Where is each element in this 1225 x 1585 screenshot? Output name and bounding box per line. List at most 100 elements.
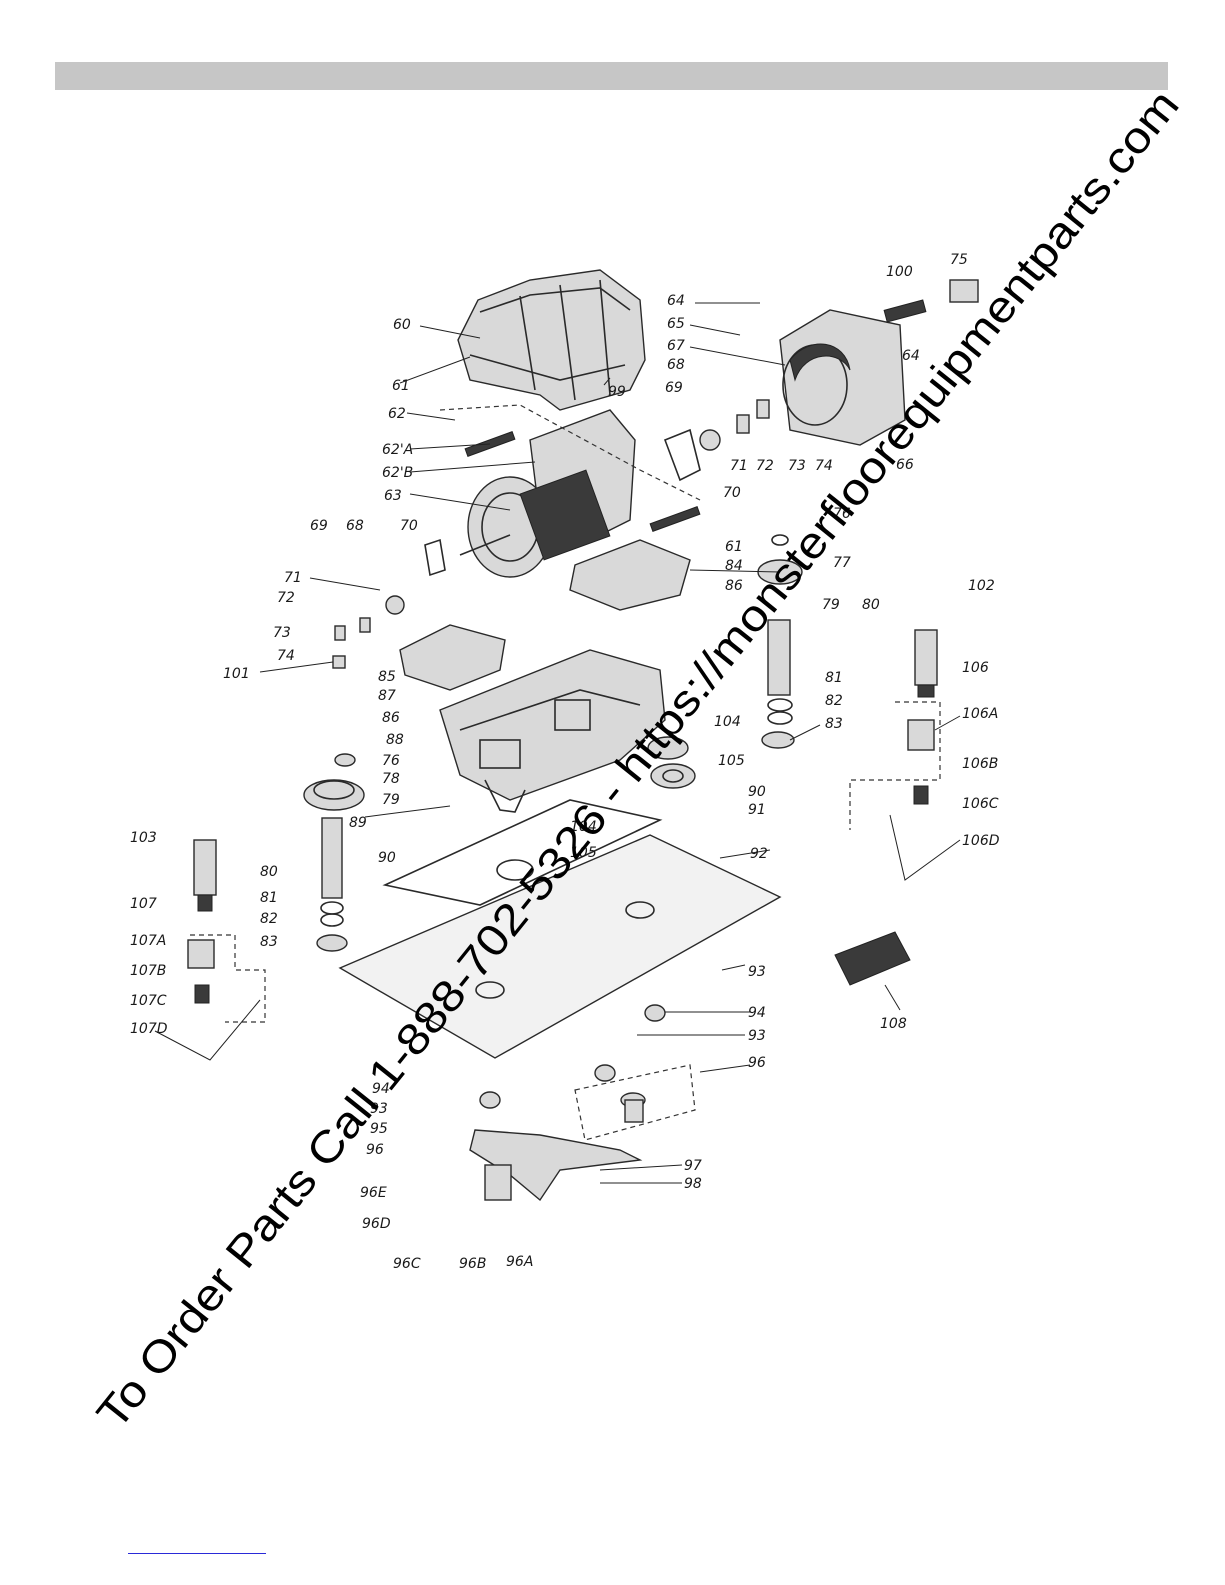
label-94: 94 — [748, 1005, 766, 1021]
label-99: 99 — [608, 384, 626, 400]
label-70: 70 — [723, 485, 741, 501]
label-96c: 96C — [393, 1256, 421, 1272]
label-94-left: 94 — [372, 1081, 390, 1097]
label-90-left: 90 — [378, 850, 396, 866]
bearings-104-105 — [647, 736, 696, 789]
label-79-left: 79 — [382, 792, 400, 808]
label-84: 84 — [725, 558, 743, 574]
label-101: 101 — [223, 666, 250, 682]
label-103: 103 — [130, 830, 157, 846]
base-plate — [338, 834, 782, 1059]
label-106d: 106D — [962, 833, 1000, 849]
label-80: 80 — [862, 597, 880, 613]
group-107-box — [190, 934, 266, 1023]
label-61-right: 61 — [725, 539, 743, 555]
label-100: 100 — [886, 264, 913, 280]
label-71-left: 71 — [284, 570, 302, 586]
label-74: 74 — [815, 458, 833, 474]
label-72-left: 72 — [277, 590, 295, 606]
label-68: 68 — [667, 357, 685, 373]
label-108: 108 — [880, 1016, 907, 1032]
label-95: 95 — [370, 1121, 388, 1137]
label-107d: 107D — [130, 1021, 168, 1037]
label-96d: 96D — [362, 1216, 391, 1232]
label-80-left: 80 — [260, 864, 278, 880]
label-107a: 107A — [130, 933, 166, 949]
label-74-left: 74 — [277, 648, 295, 664]
label-62a: 62'A — [382, 442, 413, 458]
label-75: 75 — [950, 252, 968, 268]
shaft-102 — [907, 629, 938, 805]
label-107c: 107C — [130, 993, 167, 1009]
label-98: 98 — [684, 1176, 702, 1192]
label-73-left: 73 — [273, 625, 291, 641]
group-106-box — [849, 701, 941, 830]
label-93-left: 93 — [370, 1101, 388, 1117]
footer-link-underline[interactable] — [128, 1553, 266, 1554]
decal-108 — [834, 931, 911, 986]
label-73: 73 — [788, 458, 806, 474]
label-72: 72 — [756, 458, 774, 474]
label-96-left: 96 — [366, 1142, 384, 1158]
gasket-91 — [382, 799, 663, 906]
label-79: 79 — [822, 597, 840, 613]
label-64-right: 64 — [902, 348, 920, 364]
part-labels: 60 61 99 64 65 67 68 69 100 75 64 66 62 … — [130, 252, 1000, 1272]
label-62: 62 — [388, 406, 406, 422]
label-92: 92 — [750, 846, 768, 862]
label-71: 71 — [730, 458, 748, 474]
header-bar — [55, 62, 1168, 90]
bearing-77 — [757, 534, 803, 585]
label-106b: 106B — [962, 756, 998, 772]
label-89: 89 — [349, 815, 367, 831]
brush-holders-lower — [332, 538, 446, 669]
label-77: 77 — [833, 555, 851, 571]
label-91: 91 — [748, 802, 766, 818]
label-106: 106 — [962, 660, 989, 676]
label-102: 102 — [968, 578, 995, 594]
label-67: 67 — [667, 338, 685, 354]
shaft-79-right — [761, 619, 795, 749]
label-85: 85 — [378, 669, 396, 685]
shaft-79-left — [316, 817, 348, 952]
cover-plate — [569, 539, 691, 611]
label-76: 76 — [833, 506, 851, 522]
label-69: 69 — [665, 380, 683, 396]
label-106c: 106C — [962, 796, 999, 812]
label-105-mid: 105 — [570, 845, 597, 861]
label-78: 78 — [382, 771, 400, 787]
label-96: 96 — [748, 1055, 766, 1071]
armature — [459, 409, 701, 578]
label-61: 61 — [392, 378, 410, 394]
label-82: 82 — [825, 693, 843, 709]
brush-holders-upper — [663, 399, 770, 482]
label-81-left: 81 — [260, 890, 278, 906]
motor-cover — [457, 269, 646, 411]
label-96b: 96B — [459, 1256, 486, 1272]
label-65: 65 — [667, 316, 685, 332]
shaft-103 — [187, 839, 217, 1004]
label-97: 97 — [684, 1158, 702, 1174]
label-83: 83 — [825, 716, 843, 732]
label-96e: 96E — [360, 1185, 387, 1201]
label-93-right: 93 — [748, 1028, 766, 1044]
label-60: 60 — [393, 317, 411, 333]
gearbox-housing — [439, 649, 666, 813]
label-82-left: 82 — [260, 911, 278, 927]
brush-cover — [399, 624, 506, 691]
label-69-left: 69 — [310, 518, 328, 534]
label-104-mid: 104 — [570, 819, 597, 835]
label-70-left: 70 — [400, 518, 418, 534]
leader-lines — [154, 302, 961, 1184]
label-68-left: 68 — [346, 518, 364, 534]
label-105: 105 — [718, 753, 745, 769]
label-62b: 62'B — [382, 465, 413, 481]
label-107: 107 — [130, 896, 157, 912]
label-88: 88 — [386, 732, 404, 748]
motor-housing — [779, 279, 979, 446]
label-81: 81 — [825, 670, 843, 686]
label-76-left: 76 — [382, 753, 400, 769]
label-83-left: 83 — [260, 934, 278, 950]
gear-78 — [303, 753, 365, 811]
